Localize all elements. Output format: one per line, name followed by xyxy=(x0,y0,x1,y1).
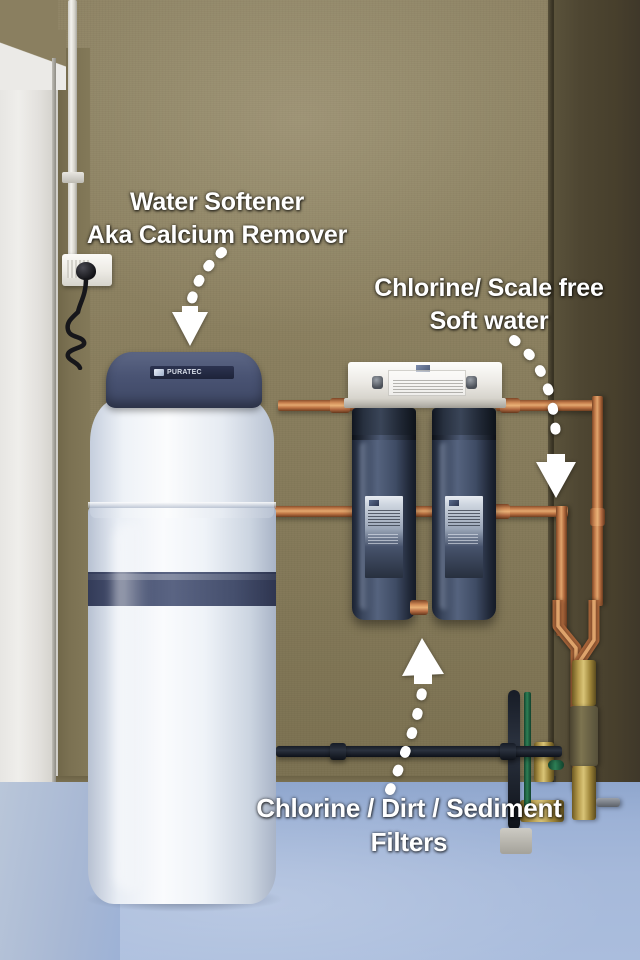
brass-valve-lower xyxy=(572,766,596,820)
filter-cartridge-label xyxy=(445,496,483,578)
pipe-sleeve xyxy=(500,828,532,854)
cartridge-label-text-top xyxy=(368,510,400,528)
softener-seam xyxy=(88,502,276,508)
brass-valve-upper xyxy=(572,660,596,706)
annotation-line-2: Soft water xyxy=(429,306,549,335)
manifold-mounting-bracket xyxy=(344,398,506,408)
conduit-clip xyxy=(62,172,84,183)
manifold-label-text-lines xyxy=(393,380,463,394)
brass-fitting-lower xyxy=(520,800,564,822)
power-cord xyxy=(65,278,89,370)
annotation-line-2: Filters xyxy=(370,826,448,857)
annotation-line-1: Chlorine/ Scale free xyxy=(374,274,604,302)
black-flexible-hose xyxy=(508,690,520,830)
water-softener-unit[interactable]: PURATEC xyxy=(88,352,276,904)
softener-gloss-highlight xyxy=(114,522,148,892)
pipe-coupler xyxy=(590,508,605,526)
manifold-spec-label xyxy=(388,370,466,396)
filter-housing-right[interactable] xyxy=(432,408,496,620)
cartridge-label-text-bottom xyxy=(448,534,478,546)
pipe-bracket xyxy=(596,798,620,807)
annotation-line-1: Chlorine / Dirt / Sediment xyxy=(256,793,562,823)
left-wall-trim xyxy=(52,58,56,918)
copper-riser-right xyxy=(592,396,603,606)
filter-manifold-head xyxy=(348,362,502,404)
housing-o-ring xyxy=(352,435,416,440)
soft-water-annotation: Chlorine/ Scale free Soft water xyxy=(344,272,634,337)
cartridge-logo-icon xyxy=(449,500,459,506)
white-conduit xyxy=(68,0,77,270)
manifold-bolt-left xyxy=(372,376,383,389)
power-plug[interactable] xyxy=(76,262,96,280)
black-pipe-clip xyxy=(500,743,516,760)
filter-cartridge-label xyxy=(365,496,403,578)
housing-collar xyxy=(432,408,496,438)
left-white-wall xyxy=(0,0,58,930)
filters-annotation: Chlorine / Dirt / Sediment Filters xyxy=(222,792,596,860)
softener-lid[interactable]: PURATEC xyxy=(106,352,262,408)
cartridge-label-text-bottom xyxy=(368,534,398,546)
copper-downpipe xyxy=(556,506,567,636)
housing-highlight xyxy=(360,442,369,610)
softener-brand-badge: PURATEC xyxy=(150,366,234,379)
manifold-bolt-right xyxy=(466,376,477,389)
copper-pipe-upper-left xyxy=(278,400,364,411)
brand-logo-mark xyxy=(154,369,164,376)
housing-highlight xyxy=(440,442,449,610)
cartridge-label-text-top xyxy=(448,510,480,528)
copper-pipe-lower xyxy=(268,506,568,517)
softener-shoulder xyxy=(90,398,274,518)
brand-name-label: PURATEC xyxy=(167,369,202,376)
left-wall-diagonal-edge xyxy=(0,30,66,90)
annotation-line-1: Water Softener xyxy=(129,188,305,216)
black-pipe-clip xyxy=(330,743,346,760)
backflow-preventer-body xyxy=(570,706,598,766)
valve-handle xyxy=(548,760,564,770)
housing-collar xyxy=(352,408,416,438)
housing-o-ring xyxy=(432,435,496,440)
annotation-line-2: Aka Calcium Remover xyxy=(86,220,348,249)
filter-housing-left[interactable] xyxy=(352,408,416,620)
drain-fitting xyxy=(410,600,428,615)
water-softener-annotation: Water Softener Aka Calcium Remover xyxy=(62,186,372,251)
cartridge-logo-icon xyxy=(369,500,379,506)
softener-band-highlight xyxy=(88,574,276,580)
black-service-pipe xyxy=(276,746,562,757)
manifold-logo-icon xyxy=(416,365,430,372)
